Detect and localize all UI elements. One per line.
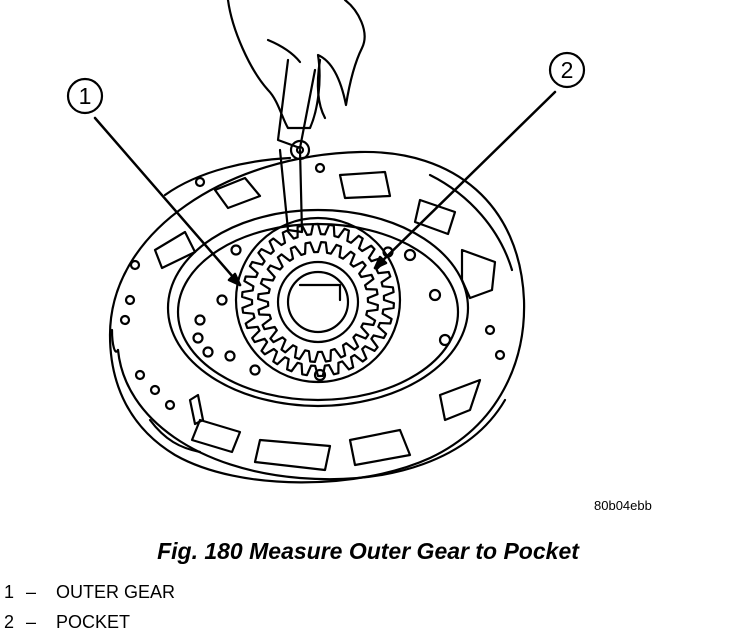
pump-body	[108, 150, 526, 484]
figure-caption: Fig. 180 Measure Outer Gear to Pocket	[157, 538, 579, 564]
leader-arrows	[93, 90, 557, 287]
legend-number: 2	[4, 612, 15, 632]
legend-separator: –	[26, 582, 37, 602]
callout-2-label: 2	[561, 57, 574, 83]
hand	[226, 0, 366, 130]
legend-item-outer-gear: 1–OUTER GEAR	[4, 582, 175, 603]
pump-illustration: 1 2	[66, 0, 586, 484]
legend-label: POCKET	[56, 612, 131, 632]
legend-separator: –	[26, 612, 37, 632]
outer-gear	[234, 216, 402, 384]
legend-label: OUTER GEAR	[56, 582, 176, 602]
callout-1: 1	[66, 77, 104, 115]
feeler-gauge	[276, 58, 317, 234]
legend-item-pocket: 2–POCKET	[4, 612, 130, 633]
image-code: 80b04ebb	[594, 498, 652, 513]
inner-ring	[166, 208, 470, 408]
legend-number: 1	[4, 582, 15, 602]
callout-1-label: 1	[79, 83, 92, 109]
inner-gear	[257, 241, 379, 363]
callout-2: 2	[548, 51, 586, 89]
